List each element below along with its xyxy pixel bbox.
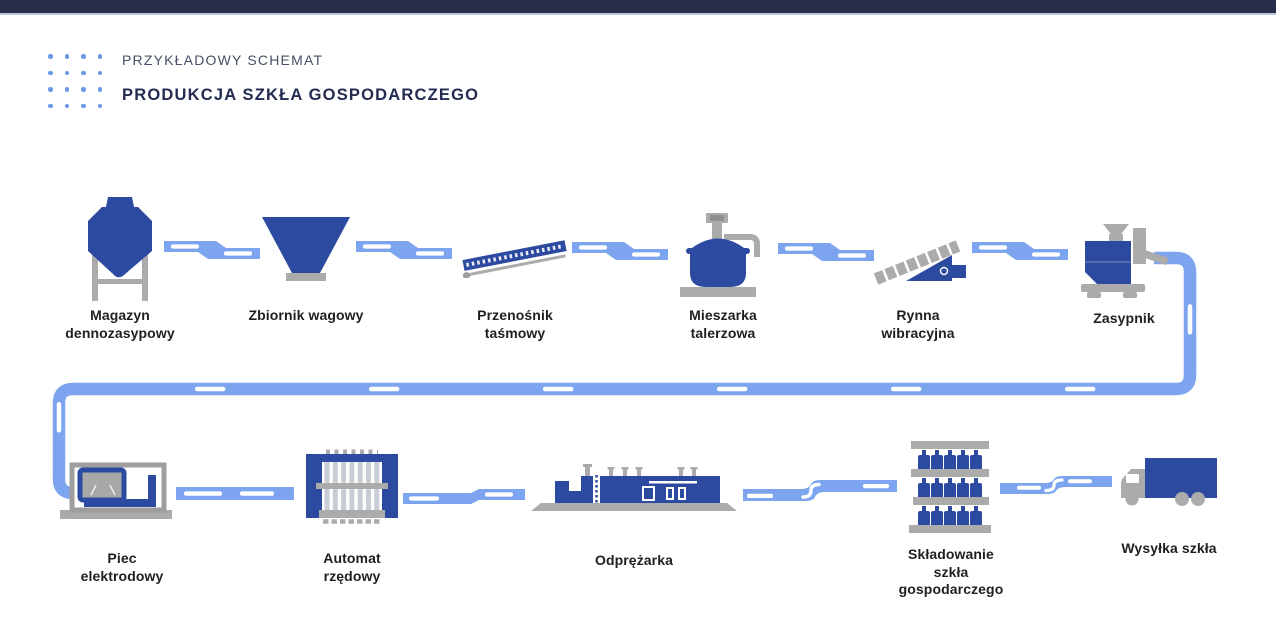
- header-bar: [0, 0, 1276, 15]
- batch-feeder-icon: [1081, 224, 1169, 298]
- flow-pipe-connector: [778, 243, 874, 261]
- stage-label-wysylka: Wysyłka szkła: [1121, 540, 1217, 556]
- glass-storage-rack-icon: [909, 441, 991, 533]
- row-forming-machine-icon: [306, 449, 398, 524]
- stage-label-automat: Automat rzędowy: [323, 550, 381, 584]
- flow-pipe-connector: [176, 487, 294, 500]
- pan-mixer-icon: [680, 213, 760, 297]
- flow-pipe-connector: [403, 489, 525, 504]
- stage-label-zasypnik: Zasypnik: [1093, 310, 1155, 326]
- weigh-hopper-icon: [262, 217, 350, 281]
- annealing-lehr-icon: [531, 464, 737, 511]
- stage-label-odprezarka: Odprężarka: [594, 552, 674, 568]
- flow-pipe-connector: [164, 241, 260, 259]
- stage-label-piec: Piec elektrodowy: [80, 550, 164, 584]
- flow-pipe-connector: [972, 242, 1068, 260]
- flow-pipe-connector: [572, 242, 668, 260]
- stage-label-skladowanie: Składowanie szkła gospodarczego: [898, 546, 1004, 597]
- stage-label-zbiornik: Zbiornik wagowy: [248, 307, 364, 323]
- electrode-furnace-icon: [60, 462, 172, 519]
- stage-label-magazyn: Magazyn dennozasypowy: [65, 307, 175, 341]
- flow-pipe-connector: [356, 241, 452, 259]
- diagram-title: PRODUKCJA SZKŁA GOSPODARCZEGO: [122, 86, 480, 104]
- silo-icon: [88, 197, 152, 301]
- diagram-eyebrow: PRZYKŁADOWY SCHEMAT: [122, 52, 324, 68]
- flow-pipe-connector: [743, 480, 897, 501]
- shipping-truck-icon: [1121, 458, 1217, 506]
- flow-pipe-connector: [1000, 476, 1112, 494]
- belt-conveyor-icon: [462, 240, 567, 278]
- vibrating-chute-icon: [873, 240, 966, 285]
- dot-grid-decoration: [48, 54, 102, 108]
- stage-label-mieszarka: Mieszarka talerzowa: [689, 307, 757, 341]
- stage-label-przenosnik: Przenośnik taśmowy: [477, 307, 553, 341]
- stage-label-rynna: Rynna wibracyjna: [881, 307, 955, 341]
